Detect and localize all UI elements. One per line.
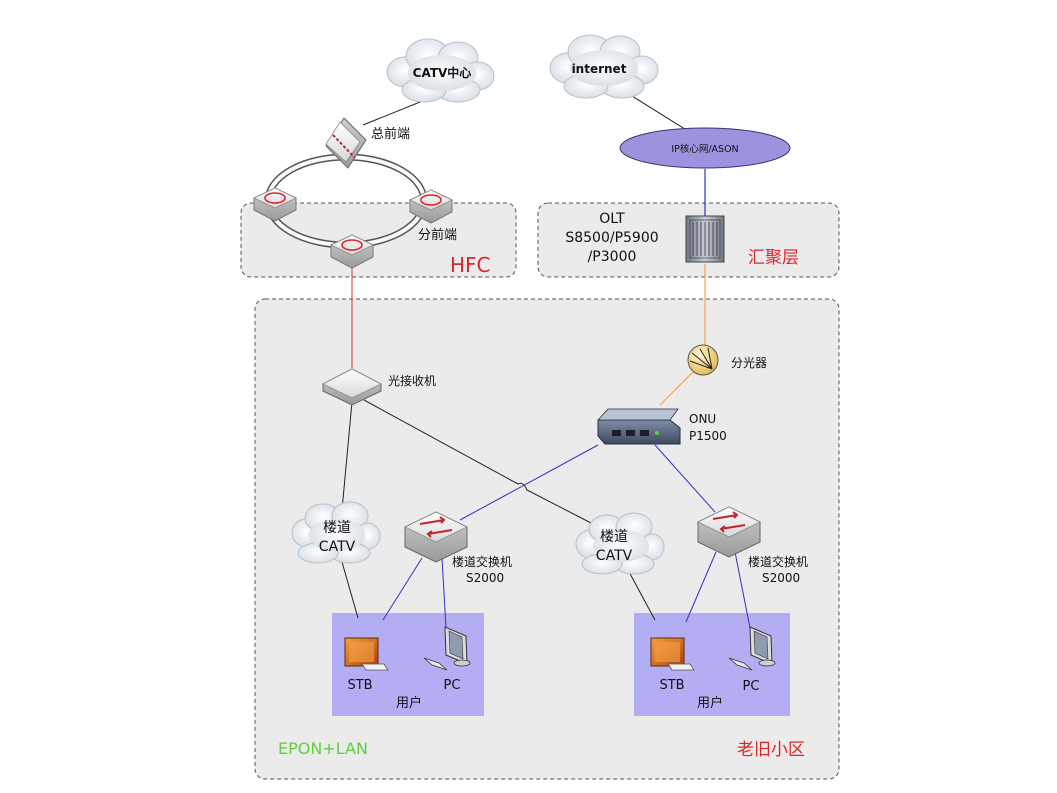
user-left-label: 用户: [396, 695, 422, 711]
link-switch-right-stb: [685, 551, 717, 623]
catv-right-label-line2: CATV: [596, 548, 633, 564]
sub-head-end-node-right-icon: [409, 189, 453, 224]
switch-left-label-line2: S2000: [466, 571, 504, 585]
pc-left-icon: [423, 626, 471, 671]
switch-left-icon: [404, 511, 468, 563]
link-catv-right-stb: [627, 569, 656, 621]
optical-receiver-label: 光接收机: [388, 373, 436, 388]
link-catv-left-stb: [341, 561, 359, 619]
catv-center-cloud-icon: [386, 38, 495, 103]
onu-icon: [597, 408, 681, 445]
catv-left-cloud-icon: [291, 501, 381, 564]
sub-head-end-node-bottom-icon: [330, 234, 374, 269]
internet-cloud-icon: [549, 34, 659, 99]
epon-lan-label: EPON+LAN: [278, 739, 368, 758]
switch-right-icon: [697, 506, 761, 558]
stb-right-label: STB: [659, 678, 684, 693]
link-onu-switch-right: [654, 444, 716, 513]
switch-right-label-line1: 楼道交换机: [748, 554, 808, 569]
sub-head-end-node-left-icon: [253, 187, 297, 222]
aggregation-zone-label: 汇聚层: [748, 248, 799, 268]
pc-right-label: PC: [743, 679, 760, 694]
splitter-icon: [687, 344, 719, 376]
ip-core-label: IP核心网/ASON: [671, 143, 738, 155]
pc-right-icon: [728, 626, 776, 671]
user-right-label: 用户: [697, 695, 723, 711]
pc-left-label: PC: [444, 678, 461, 693]
internet-label: internet: [572, 62, 627, 76]
ip-core-network: [619, 127, 791, 169]
onu-label-line1: ONU: [689, 412, 716, 426]
olt-label-line3: /P3000: [588, 249, 637, 265]
sub-head-end-label: 分前端: [418, 227, 457, 243]
link-splitter-onu: [659, 369, 696, 406]
link-switch-left-pc: [441, 557, 447, 629]
link-switch-right-pc: [734, 551, 751, 629]
switch-left-label-line1: 楼道交换机: [452, 554, 512, 569]
link-catv-headend: [362, 97, 431, 126]
optical-receiver-icon: [322, 368, 382, 406]
catv-right-cloud-icon: [575, 512, 665, 575]
olt-label-line2: S8500/P5900: [565, 230, 658, 246]
olt-chassis-icon: [685, 215, 725, 263]
hfc-zone-label: HFC: [450, 253, 491, 277]
catv-left-label-line2: CATV: [319, 539, 356, 555]
head-end-label: 总前端: [371, 126, 410, 142]
stb-right-icon: [650, 637, 695, 671]
stb-left-icon: [344, 637, 389, 671]
link-receiver-catv-left: [341, 401, 353, 511]
catv-right-label-line1: 楼道: [600, 529, 628, 545]
link-onu-switch-left: [459, 444, 599, 521]
head-end-icon: [325, 117, 367, 169]
link-internet-ipcore: [631, 95, 689, 132]
switch-right-label-line2: S2000: [762, 571, 800, 585]
onu-label-line2: P1500: [689, 429, 727, 443]
link-switch-left-stb: [382, 557, 423, 621]
old-community-label: 老旧小区: [737, 740, 805, 760]
catv-left-label-line1: 楼道: [323, 520, 351, 536]
catv-center-label: CATV中心: [413, 65, 472, 80]
olt-label-line1: OLT: [599, 211, 625, 227]
link-receiver-catv-right: [363, 399, 594, 525]
splitter-label: 分光器: [731, 356, 767, 370]
stb-left-label: STB: [347, 678, 372, 693]
